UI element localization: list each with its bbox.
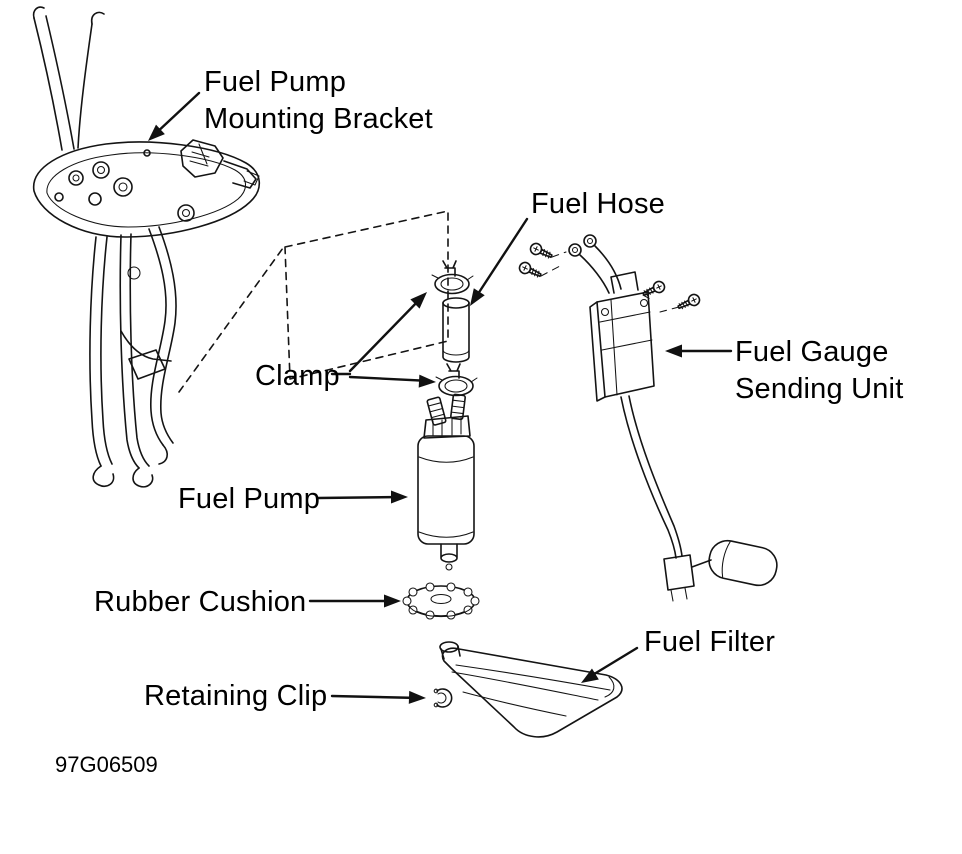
screw-icon <box>518 261 542 278</box>
mounting-screws-drawing <box>518 242 701 313</box>
fuel-filter-drawing <box>439 641 623 738</box>
hose-clamp-lower-drawing <box>435 363 478 397</box>
arrow-to-retaining-clip <box>330 690 426 704</box>
rubber-cushion-drawing <box>402 582 480 620</box>
screw-icon <box>677 293 701 310</box>
figure-code: 97G06509 <box>55 752 158 777</box>
arrow-to-rubber-cushion <box>308 594 401 608</box>
label-fuel-hose: Fuel Hose <box>531 188 665 220</box>
arrow-to-fuel-filter <box>581 646 639 683</box>
callout-arrows <box>148 91 733 704</box>
alignment-dashed-lines <box>178 210 449 393</box>
label-retaining-clip: Retaining Clip <box>144 680 328 712</box>
label-rubber-cushion: Rubber Cushion <box>94 586 307 618</box>
label-fuel-pump: Fuel Pump <box>178 483 321 515</box>
label-fuel-pump-mounting-bracket: Fuel Pump Mounting Bracket <box>204 66 433 135</box>
retaining-clip-drawing <box>433 688 453 708</box>
fuel-hose-drawing <box>442 297 470 363</box>
label-clamp: Clamp <box>255 360 340 392</box>
fuel-pump-mounting-bracket-drawing <box>32 6 261 488</box>
screw-icon <box>642 280 666 297</box>
arrow-to-fuel-pump <box>316 490 408 504</box>
arrow-to-fuel-hose <box>470 217 529 306</box>
fuel-pump-drawing <box>417 393 475 571</box>
hose-clamp-upper-drawing <box>431 260 474 295</box>
label-fuel-filter: Fuel Filter <box>644 626 776 658</box>
arrow-to-upper-clamp <box>330 292 427 376</box>
label-fuel-gauge-sending-unit: Fuel Gauge Sending Unit <box>735 336 904 405</box>
arrow-to-lower-clamp <box>348 374 436 388</box>
fuel-gauge-sending-unit-drawing <box>568 234 778 602</box>
screw-icon <box>529 242 553 259</box>
arrow-to-sending-unit <box>665 344 733 358</box>
arrow-to-mounting-bracket <box>148 91 201 141</box>
